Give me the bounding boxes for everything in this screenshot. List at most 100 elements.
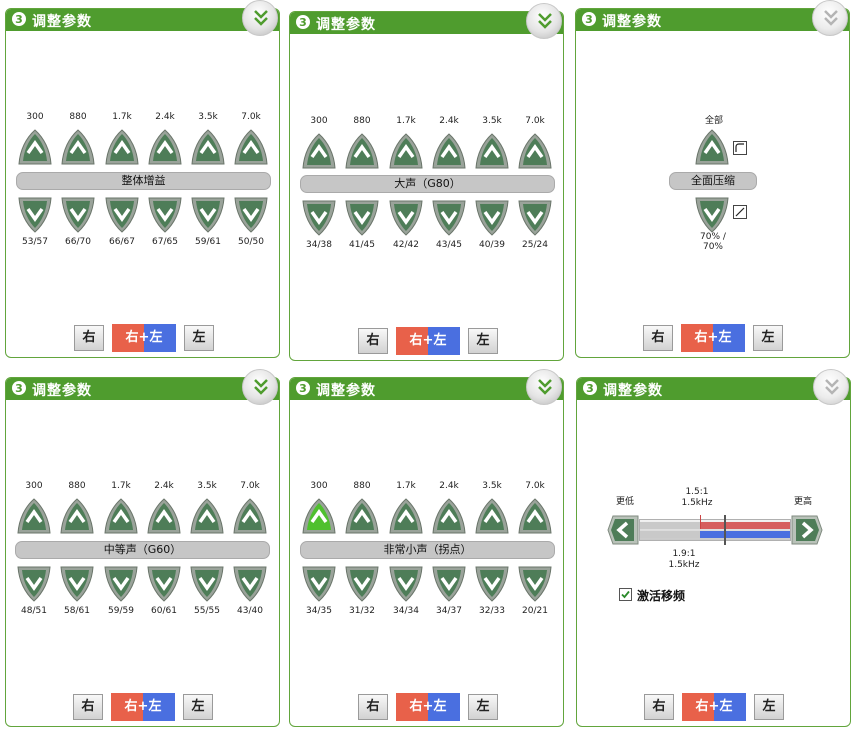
double-chevron-down-icon [538,13,552,29]
shift-left-arrow-button[interactable] [607,514,639,546]
increase-3.5k-button[interactable] [191,129,225,165]
increase-2.4k-button[interactable] [432,498,466,534]
right-ear-button[interactable]: 右 [73,694,103,720]
decrease-1.7k-button[interactable] [104,566,138,602]
shift-right-arrow-button[interactable] [791,514,823,546]
collapse-button[interactable] [242,0,278,36]
shift-track[interactable] [639,515,791,545]
increase-880-button[interactable] [345,498,379,534]
increase-1.7k-button[interactable] [104,498,138,534]
freq-label-880: 880 [69,112,87,122]
increase-compression-button[interactable] [695,129,729,165]
increase-300-button[interactable] [17,498,51,534]
increase-7.0k-button[interactable] [233,498,267,534]
gain-value-880: 31/32 [349,606,375,616]
panel-title: 调整参数 [32,383,92,399]
decrease-300-button[interactable] [302,566,336,602]
compression-value-line1: 70% / [700,232,726,242]
increase-1.7k-button[interactable] [389,133,423,169]
collapse-button[interactable] [526,369,562,405]
decrease-300-button[interactable] [18,197,52,233]
decrease-compression-button[interactable] [695,197,729,233]
decrease-1.7k-button[interactable] [389,200,423,236]
panel-title: 调整参数 [316,383,376,399]
freq-label-1.7k: 1.7k [396,481,416,491]
left-ear-button[interactable]: 左 [468,328,498,354]
increase-880-button[interactable] [345,133,379,169]
increase-1.7k-button[interactable] [105,129,139,165]
freq-label-1.7k: 1.7k [396,116,416,126]
decrease-880-button[interactable] [345,566,379,602]
increase-3.5k-button[interactable] [475,498,509,534]
activate-shift-checkbox[interactable] [619,588,632,601]
both-ears-button[interactable]: 右+左 [111,693,175,721]
decrease-7.0k-button[interactable] [518,200,552,236]
decrease-300-button[interactable] [17,566,51,602]
increase-300-button[interactable] [18,129,52,165]
decrease-300-button[interactable] [302,200,336,236]
decrease-880-button[interactable] [60,566,94,602]
step-badge: 3 [12,381,26,395]
increase-2.4k-button[interactable] [432,133,466,169]
right-ear-button[interactable]: 右 [74,325,104,351]
both-ears-button[interactable]: 右+左 [396,327,460,355]
decrease-880-button[interactable] [345,200,379,236]
decrease-1.7k-button[interactable] [389,566,423,602]
both-ears-button[interactable]: 右+左 [681,324,745,352]
decrease-1.7k-button[interactable] [105,197,139,233]
compression-value-line2: 70% [702,242,723,252]
panel-moderate-g60: 3 调整参数 300 880 1.7k 2.4k 3.5k 7.0k 中等声（G… [5,369,280,727]
compression-curve-icon[interactable] [733,141,747,155]
increase-880-button[interactable] [61,129,95,165]
freq-label-880: 880 [353,481,371,491]
decrease-3.5k-button[interactable] [190,566,224,602]
collapse-button[interactable] [242,369,278,405]
increase-300-button[interactable] [302,133,336,169]
left-ear-button[interactable]: 左 [753,325,783,351]
gain-value-880: 66/70 [65,237,91,247]
linear-curve-icon-button[interactable] [733,205,747,219]
decrease-3.5k-button[interactable] [191,197,225,233]
collapse-button[interactable] [813,369,849,405]
decrease-7.0k-button[interactable] [234,197,268,233]
increase-7.0k-button[interactable] [518,133,552,169]
left-ear-button[interactable]: 左 [183,694,213,720]
double-chevron-down-icon [824,10,838,26]
decrease-3.5k-button[interactable] [475,566,509,602]
increase-3.5k-button[interactable] [190,498,224,534]
increase-7.0k-button[interactable] [518,498,552,534]
panel-very-soft-knee: 3 调整参数 300 880 1.7k 2.4k 3.5k 7.0k 非常小声（… [289,369,564,727]
left-ear-button[interactable]: 左 [754,694,784,720]
collapse-button[interactable] [526,3,562,39]
decrease-2.4k-button[interactable] [148,197,182,233]
left-ear-button[interactable]: 左 [184,325,214,351]
left-ear-button[interactable]: 左 [468,694,498,720]
decrease-7.0k-button[interactable] [233,566,267,602]
left-shift-bar-blue [700,531,790,538]
gain-value-1.7k: 34/34 [393,606,419,616]
right-ear-button[interactable]: 右 [643,325,673,351]
both-ears-button[interactable]: 右+左 [396,693,460,721]
collapse-button[interactable] [812,0,848,36]
increase-3.5k-button[interactable] [475,133,509,169]
both-ears-button[interactable]: 右+左 [112,324,176,352]
decrease-2.4k-button[interactable] [432,200,466,236]
increase-7.0k-button[interactable] [234,129,268,165]
increase-2.4k-button[interactable] [148,129,182,165]
right-ear-button[interactable]: 右 [644,694,674,720]
decrease-2.4k-button[interactable] [432,566,466,602]
right-ear-button[interactable]: 右 [358,694,388,720]
decrease-880-button[interactable] [61,197,95,233]
decrease-7.0k-button[interactable] [518,566,552,602]
decrease-2.4k-button[interactable] [147,566,181,602]
increase-300-button-active[interactable] [302,498,336,534]
decrease-3.5k-button[interactable] [475,200,509,236]
gain-value-300: 48/51 [21,606,47,616]
increase-1.7k-button[interactable] [389,498,423,534]
right-ratio-label: 1.5:1 [685,487,709,497]
right-ear-button[interactable]: 右 [358,328,388,354]
increase-880-button[interactable] [60,498,94,534]
double-chevron-down-icon [254,379,268,395]
both-ears-button[interactable]: 右+左 [682,693,746,721]
increase-2.4k-button[interactable] [147,498,181,534]
